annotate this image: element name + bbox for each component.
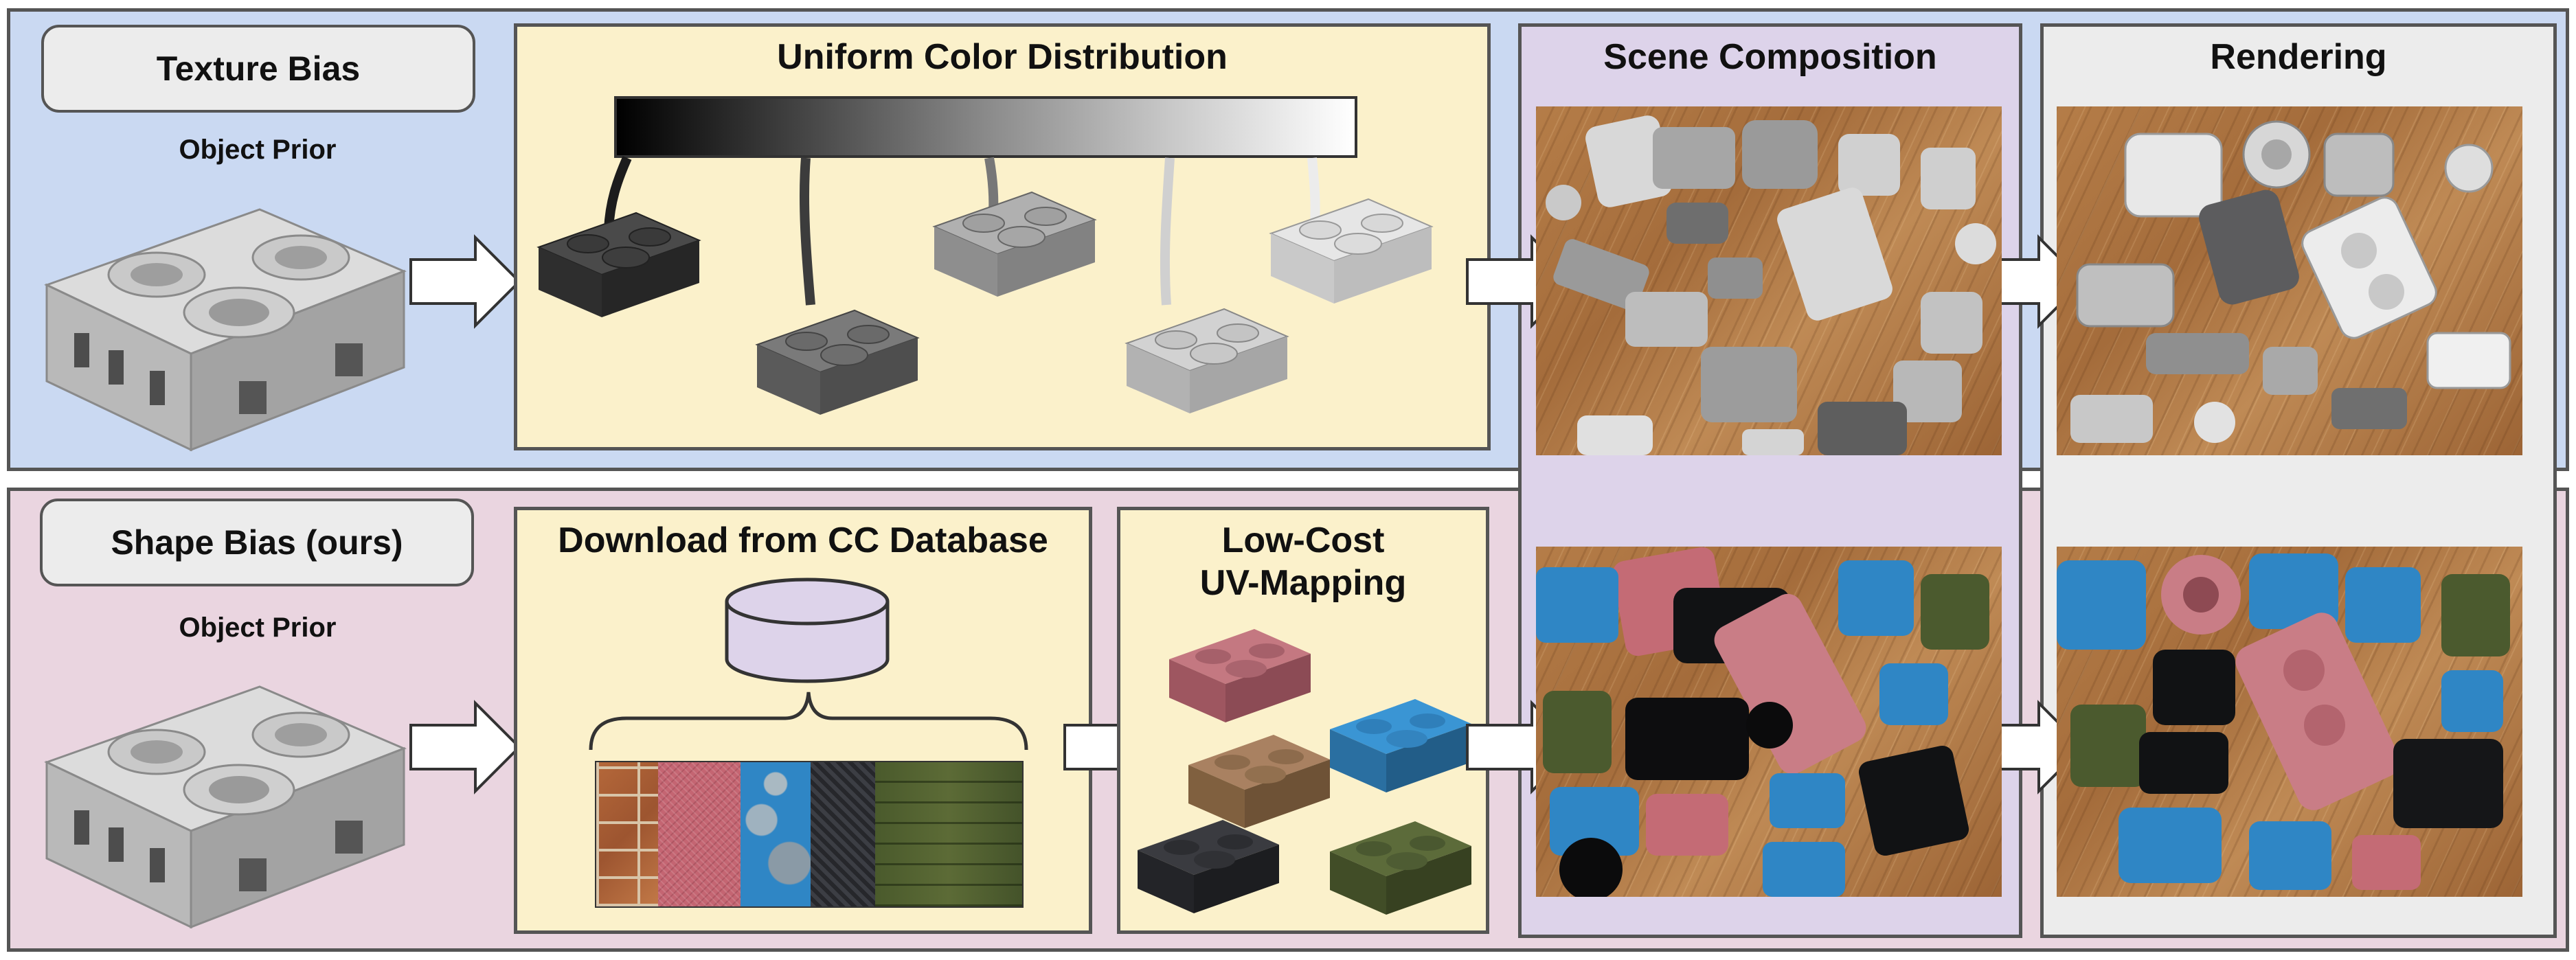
object-prior-model-bottom	[33, 673, 418, 941]
object-prior-label-bottom: Object Prior	[179, 613, 337, 643]
database-icon	[721, 575, 893, 685]
scene-composition-image-gray	[1536, 106, 2002, 455]
uv-mapping-title-line2: UV-Mapping	[1199, 563, 1407, 604]
uv-block-green	[1326, 816, 1476, 919]
curly-brace-icon	[589, 692, 1028, 751]
object-prior-model-top	[33, 196, 418, 464]
sample-block-dark	[533, 206, 705, 323]
carbon-texture	[811, 762, 875, 906]
arrow-right-icon	[407, 699, 523, 795]
rendering-title: Rendering	[2210, 37, 2387, 77]
red-fabric-texture	[658, 762, 741, 906]
texture-bias-label: Texture Bias	[41, 25, 475, 113]
sample-block-lightgray	[1121, 302, 1293, 419]
arrow-right-icon	[407, 233, 523, 330]
sample-block-white	[1265, 192, 1437, 309]
object-prior-label-top: Object Prior	[179, 135, 337, 165]
scene-composition-title: Scene Composition	[1603, 37, 1937, 77]
uv-block-brown	[1184, 729, 1334, 832]
uniform-color-title: Uniform Color Distribution	[777, 37, 1228, 77]
uv-block-blue	[1326, 694, 1476, 797]
uv-mapping-title-line1: Low-Cost	[1221, 521, 1385, 560]
brick-texture	[596, 762, 658, 906]
texture-strip	[595, 761, 1024, 908]
shape-bias-label: Shape Bias (ours)	[40, 499, 474, 586]
sample-block-midgray	[929, 185, 1100, 302]
rendering-image-gray	[2057, 106, 2522, 455]
scene-composition-image-textured	[1536, 547, 2002, 897]
uv-block-red	[1165, 624, 1315, 727]
uv-mapping-title: Low-Cost UV-Mapping	[1117, 519, 1489, 605]
gray-gradient-bar	[614, 96, 1357, 158]
moss-texture	[875, 762, 1022, 906]
rendering-image-textured	[2057, 547, 2522, 897]
gradient-connectors	[604, 156, 1320, 306]
cc-database-title: Download from CC Database	[558, 521, 1048, 560]
uv-block-black	[1133, 814, 1283, 917]
sample-block-darkgray	[752, 304, 923, 420]
blue-paint-texture	[741, 762, 811, 906]
